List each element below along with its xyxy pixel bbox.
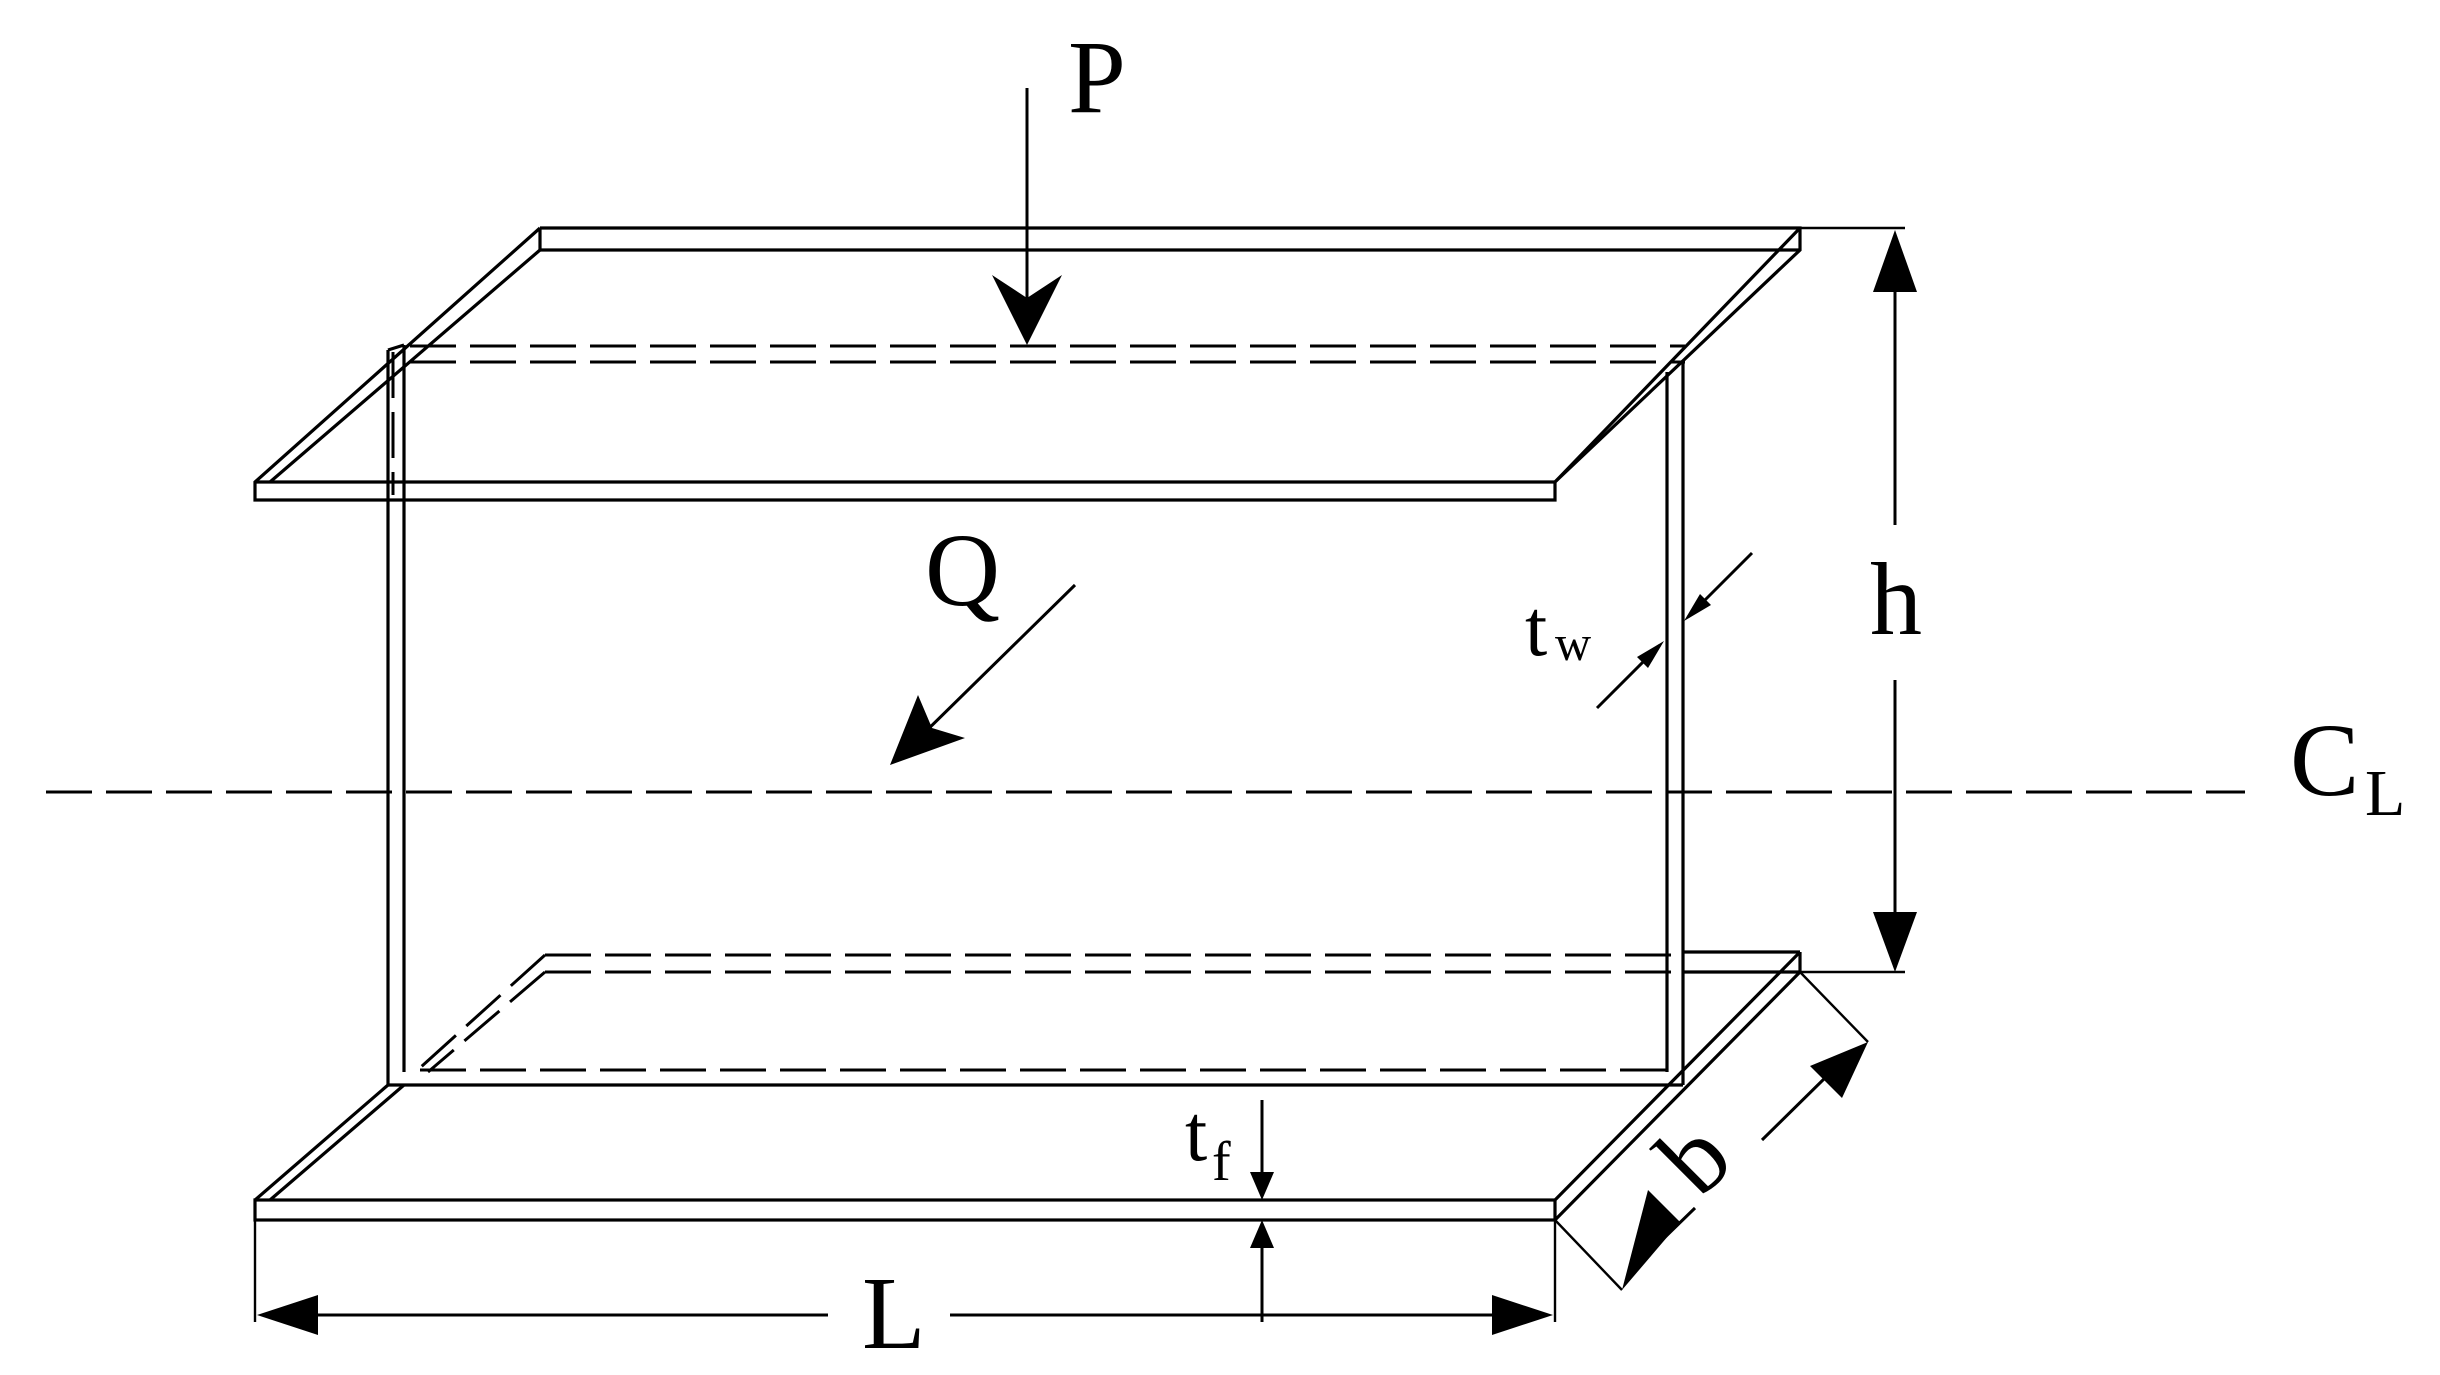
load-q-label: Q — [925, 513, 1000, 628]
height-arrow-top — [1873, 230, 1917, 292]
flange-thickness-dimension — [1250, 1100, 1274, 1322]
web-top-cap — [387, 343, 405, 352]
width-ext-back — [1799, 971, 1869, 1043]
load-q-shaft — [913, 583, 1077, 744]
bottom-flange — [253, 950, 1802, 1222]
top-flange-right-diag — [1553, 226, 1802, 484]
width-ext-front — [1554, 1219, 1623, 1291]
load-p-arrowhead — [992, 275, 1062, 345]
bottom-flange-right-diag-1 — [1553, 950, 1802, 1202]
load-q-arrow — [890, 583, 1077, 765]
web-thickness-dimension — [1595, 551, 1754, 710]
load-p-label: P — [1068, 20, 1126, 135]
flange-thickness-label-main: t — [1185, 1090, 1207, 1178]
length-dimension — [253, 1220, 1557, 1335]
load-p-arrow — [992, 88, 1062, 345]
length-arrow-left — [257, 1295, 318, 1335]
top-flange-inner-left — [268, 248, 542, 484]
bottom-flange-left-diag — [253, 1083, 390, 1202]
bottom-flange-right-diag-2 — [1553, 970, 1802, 1222]
tf-arrow-top — [1250, 1172, 1274, 1200]
hidden-bottom-flange-diag-1 — [410, 953, 547, 1077]
web-thickness-label-main: t — [1525, 585, 1547, 673]
length-label: L — [862, 1256, 926, 1371]
tw-arrow-inner — [1637, 641, 1664, 668]
hidden-edges — [391, 344, 1685, 1077]
height-dimension — [1800, 226, 1917, 974]
height-arrow-bottom — [1873, 912, 1917, 972]
height-label: h — [1870, 542, 1922, 657]
width-arrow-back — [1810, 1042, 1868, 1098]
hidden-bottom-flange-diag-2 — [427, 970, 546, 1074]
web-thickness-label-sub: w — [1555, 615, 1591, 671]
centerline-label-sub: L — [2365, 757, 2405, 830]
flange-width-dimension — [1554, 971, 1869, 1291]
tf-arrow-bottom — [1250, 1220, 1274, 1248]
top-flange — [253, 226, 1802, 502]
width-arrow-front — [1622, 1190, 1680, 1290]
length-arrow-right — [1492, 1295, 1553, 1335]
top-flange-outline — [253, 226, 1802, 502]
bottom-flange-front-face — [253, 1198, 1557, 1222]
web-plate — [386, 343, 1685, 1087]
load-q-arrowhead — [890, 695, 965, 765]
bottom-flange-left-diag-inner — [268, 1083, 406, 1202]
width-dim-line-upper — [1760, 1073, 1830, 1142]
centerline-label-main: C — [2290, 703, 2359, 818]
flange-thickness-label-sub: f — [1212, 1131, 1231, 1193]
tw-arrow-outer — [1684, 594, 1711, 621]
